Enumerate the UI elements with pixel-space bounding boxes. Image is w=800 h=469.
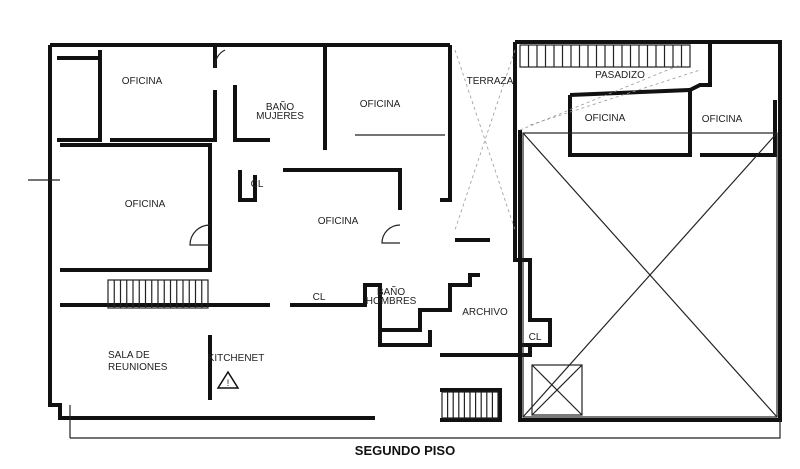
room-label-cl: CL xyxy=(529,332,542,343)
plan-title: SEGUNDO PISO xyxy=(355,443,455,458)
room-label-pasadizo: PASADIZO xyxy=(595,70,645,81)
warning-icon: ! xyxy=(216,370,240,389)
outer-walls xyxy=(28,40,782,439)
room-label-oficina: OFICINA xyxy=(318,216,359,227)
room-label-oficina: OFICINA xyxy=(702,114,743,125)
room-label-terraza: TERRAZA xyxy=(467,76,514,87)
room-label-oficina: OFICINA xyxy=(125,199,166,210)
svg-text:!: ! xyxy=(227,378,230,388)
room-label-archivo: ARCHIVO xyxy=(462,307,508,318)
room-label-bano-hombres-2: HOMBRES xyxy=(366,296,417,307)
room-label-oficina: OFICINA xyxy=(585,113,626,124)
room-label-bano-hombres: BAÑO xyxy=(377,285,406,298)
room-label-oficina: OFICINA xyxy=(122,76,163,87)
room-label-cl: CL xyxy=(313,292,326,303)
interior-walls xyxy=(57,40,777,422)
room-label-kitchenet: KITCHENET xyxy=(208,353,265,364)
room-label-bano-mujeres-2: MUJERES xyxy=(256,111,304,122)
room-label-sala-reuniones-2: REUNIONES xyxy=(108,362,168,373)
open-void xyxy=(522,132,778,418)
room-label-cl: CL xyxy=(251,179,264,190)
terrace-markings xyxy=(454,49,701,231)
doors xyxy=(189,49,401,246)
room-label-oficina: OFICINA xyxy=(360,99,401,110)
room-label-bano-mujeres: BAÑO xyxy=(266,100,295,113)
stairs xyxy=(107,44,691,419)
room-label-sala-reuniones: SALA DE xyxy=(108,350,150,361)
